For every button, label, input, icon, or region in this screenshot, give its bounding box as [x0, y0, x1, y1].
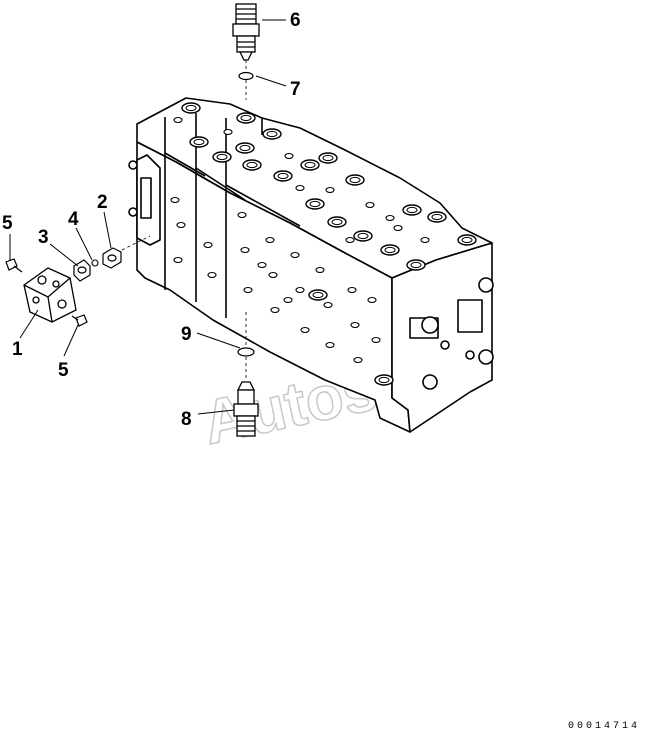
small-o-ring: [91, 259, 99, 267]
callout-3: 3: [38, 227, 49, 248]
o-ring-bottom: [237, 347, 255, 357]
callout-5-lower: 5: [58, 360, 69, 381]
drawing-code: 00014714: [567, 721, 640, 732]
relief-valve-bottom: [233, 381, 259, 437]
callout-4: 4: [68, 209, 79, 230]
plug: [102, 247, 122, 269]
callout-8: 8: [181, 409, 192, 430]
callout-6: 6: [290, 10, 301, 31]
cover-block: [23, 267, 77, 323]
control-valve-body: [128, 97, 494, 433]
callout-7: 7: [290, 79, 301, 100]
relief-valve-top: [232, 3, 260, 61]
callout-2: 2: [97, 192, 108, 213]
bolt-upper: [5, 258, 23, 273]
o-ring-top: [238, 71, 254, 81]
bolt-lower: [71, 314, 88, 327]
callout-9: 9: [181, 324, 192, 345]
fitting: [73, 259, 91, 282]
callout-5-upper: 5: [2, 213, 13, 234]
callout-1: 1: [12, 339, 23, 360]
